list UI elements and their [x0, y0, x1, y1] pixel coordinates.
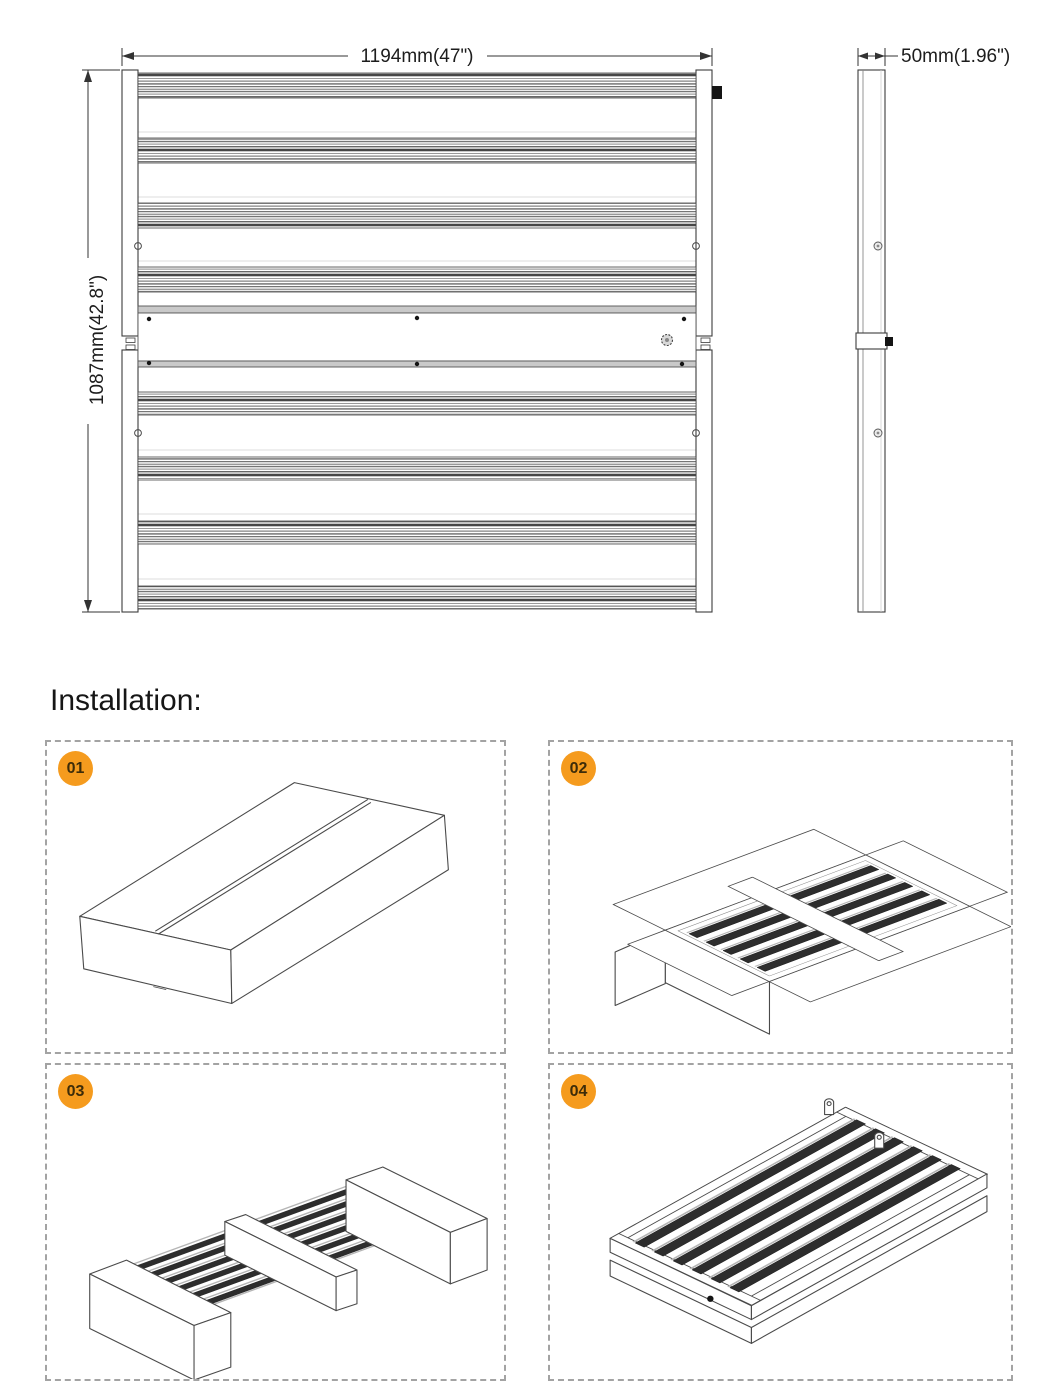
height-dimension-label: 1087mm(42.8")	[87, 275, 108, 405]
step-2-drawing-open-box	[612, 828, 1011, 1035]
installation-heading: Installation:	[50, 684, 202, 717]
right-rail-upper	[695, 69, 713, 337]
light-bars	[632, 1118, 961, 1293]
step-number-badge: 03	[58, 1074, 93, 1109]
hanger-brackets	[824, 1098, 885, 1149]
dimension-drawing: 1194mm(47") 1087mm(42.8") 50mm(1.96")	[82, 46, 1010, 613]
power-connector	[712, 86, 722, 99]
plate-screws	[146, 315, 687, 367]
side-view	[855, 69, 893, 613]
left-rail-lower	[121, 349, 139, 613]
right-rail-lower	[695, 349, 713, 613]
depth-dimension-label: 50mm(1.96")	[901, 46, 1010, 67]
step-number-badge: 01	[58, 751, 93, 786]
led-bars	[137, 72, 697, 610]
step-1-drawing-box	[79, 782, 449, 1005]
step-number-badge: 04	[561, 1074, 596, 1109]
foam-crossbar	[727, 876, 904, 962]
dimension-depth: 50mm(1.96")	[857, 46, 1010, 67]
side-screws	[873, 241, 883, 438]
width-dimension-label: 1194mm(47")	[360, 46, 473, 67]
center-plate	[137, 305, 697, 368]
step-4-drawing-assembled	[609, 1098, 988, 1344]
foam-block-right	[345, 1166, 488, 1285]
step-3-drawing-unfolding	[89, 1166, 488, 1379]
foam-block-left	[89, 1259, 232, 1379]
installation-step-1: 01	[45, 740, 506, 1054]
adjustment-knob	[660, 333, 674, 347]
power-connector	[707, 1295, 714, 1302]
front-view	[121, 69, 722, 613]
side-connector	[885, 337, 893, 346]
installation-step-4: 04	[548, 1063, 1013, 1381]
foam-crossbar-middle	[224, 1214, 358, 1312]
step-number-badge: 02	[561, 751, 596, 786]
hinge-clips	[134, 242, 700, 437]
installation-step-3: 03	[45, 1063, 506, 1381]
left-rail-upper	[121, 69, 139, 337]
installation-step-2: 02	[548, 740, 1013, 1054]
dimension-height: 1087mm(42.8")	[82, 69, 120, 613]
dimension-width: 1194mm(47")	[121, 46, 713, 67]
